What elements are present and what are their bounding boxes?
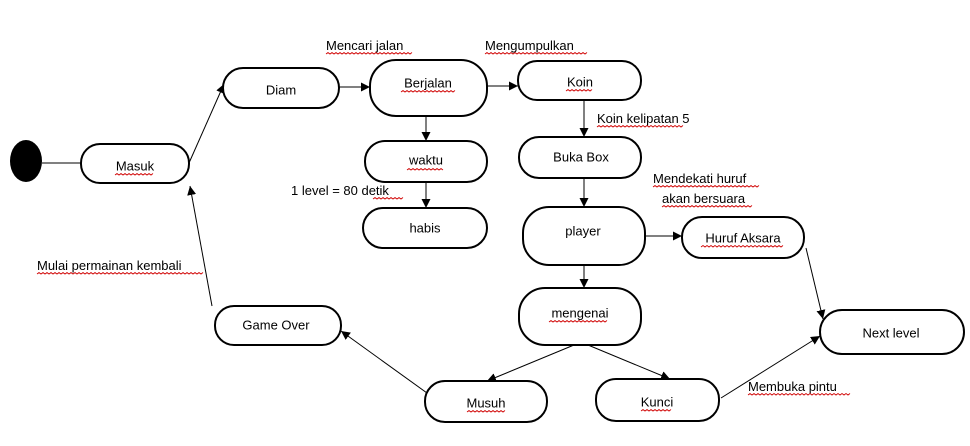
label-membuka-pintu-underline [747, 392, 851, 396]
label-mendekati-line2-underline [661, 204, 753, 208]
start-node [10, 140, 42, 182]
node-player: player [522, 206, 646, 266]
edge-mengenai-musuh [486, 344, 575, 382]
label-mengumpulkan-underline [484, 51, 588, 55]
node-habis-label: habis [409, 220, 441, 235]
label-mencari-jalan: Mencari jalan [326, 38, 403, 53]
node-waktu-label: waktu [408, 152, 443, 167]
node-habis: habis [362, 207, 488, 249]
node-masuk: Masuk [80, 143, 190, 184]
label-mulai-kembali-underline [36, 271, 204, 275]
node-diam-label: Diam [266, 82, 296, 97]
node-musuh: Musuh [424, 380, 548, 423]
node-buka-box: Buka Box [518, 136, 642, 179]
node-musuh-label: Musuh [466, 395, 505, 410]
node-waktu: waktu [364, 140, 488, 183]
edge-hurufaksara-nextlevel [805, 247, 826, 320]
label-level-detik-underline [372, 196, 404, 200]
node-berjalan-label: Berjalan [404, 75, 452, 90]
node-huruf-aksara-label: Huruf Aksara [705, 230, 781, 245]
node-berjalan: Berjalan [369, 59, 488, 117]
label-mendekati-line2: akan bersuara [662, 191, 746, 206]
label-koin-kelipatan-underline [596, 124, 684, 128]
edges [42, 81, 826, 399]
label-mendekati-line1-underline [652, 184, 760, 188]
node-game-over: Game Over [214, 305, 342, 346]
node-koin-label: Koin [567, 74, 593, 89]
edge-gameover-masuk [187, 185, 213, 307]
label-membuka-pintu: Membuka pintu [748, 379, 837, 394]
node-mengenai-label: mengenai [551, 305, 608, 320]
label-mulai-kembali: Mulai permainan kembali [37, 258, 182, 273]
edge-kunci-nextlevel [720, 335, 821, 399]
node-diam: Diam [222, 67, 340, 109]
label-level-detik: 1 level = 80 detik [291, 183, 389, 198]
node-buka-box-label: Buka Box [553, 149, 609, 164]
label-mencari-jalan-underline [325, 51, 413, 55]
edge-mengenai-kunci [587, 344, 671, 380]
node-next-level-label: Next level [862, 325, 919, 340]
node-mengenai: mengenai [518, 287, 642, 346]
node-koin: Koin [517, 60, 642, 101]
node-kunci: Kunci [595, 378, 720, 422]
node-next-level: Next level [819, 309, 965, 355]
edge-musuh-gameover [340, 330, 428, 394]
edge-masuk-diam [188, 83, 225, 164]
node-player-label: player [565, 223, 601, 238]
node-huruf-aksara: Huruf Aksara [681, 216, 805, 259]
label-mendekati-line1: Mendekati huruf [653, 171, 747, 186]
node-kunci-label: Kunci [641, 394, 674, 409]
node-game-over-label: Game Over [242, 317, 310, 332]
node-masuk-label: Masuk [116, 158, 155, 173]
label-koin-kelipatan: Koin kelipatan 5 [597, 111, 690, 126]
label-mengumpulkan: Mengumpulkan [485, 38, 574, 53]
